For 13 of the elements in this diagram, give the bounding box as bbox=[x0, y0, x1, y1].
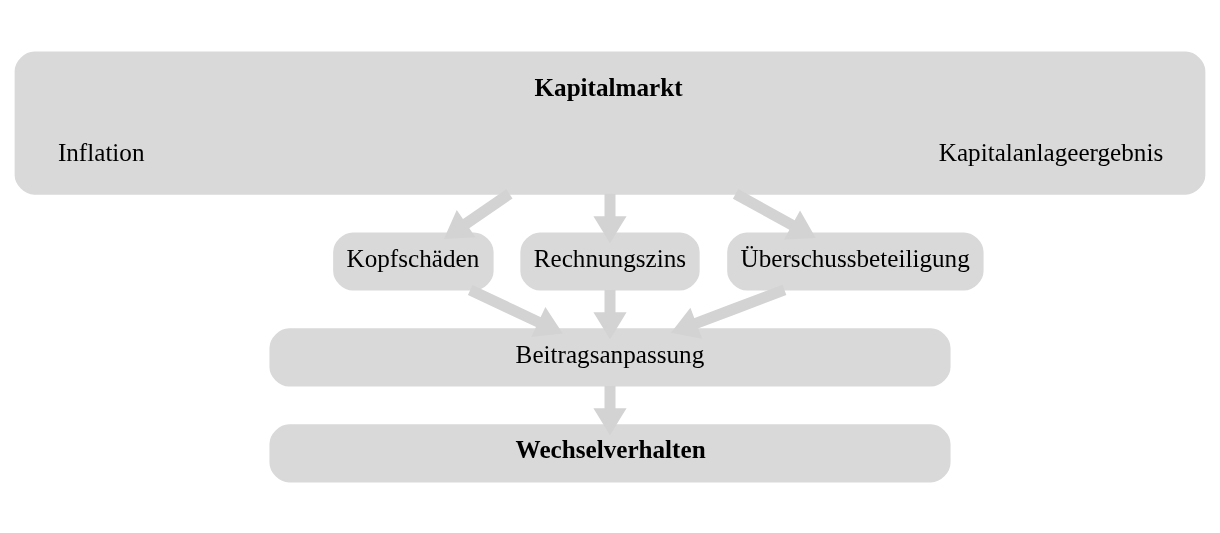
arrow bbox=[732, 188, 816, 239]
node-box: Kopfschäden bbox=[333, 231, 494, 291]
arrow bbox=[670, 284, 787, 339]
arrow bbox=[593, 289, 627, 339]
node-box: Beitragsanpassung bbox=[269, 327, 951, 387]
arrow bbox=[467, 284, 563, 337]
node-box: Rechnungszins bbox=[520, 231, 700, 291]
node-box: Überschussbeteiligung bbox=[727, 231, 984, 291]
arrow bbox=[593, 193, 627, 243]
node-box: Wechselverhalten bbox=[269, 423, 951, 482]
arrow bbox=[443, 188, 513, 239]
arrow bbox=[593, 385, 627, 435]
node-box: Kapitalmarkt Inflation Kapitalanlageergebnis bbox=[14, 51, 1206, 195]
